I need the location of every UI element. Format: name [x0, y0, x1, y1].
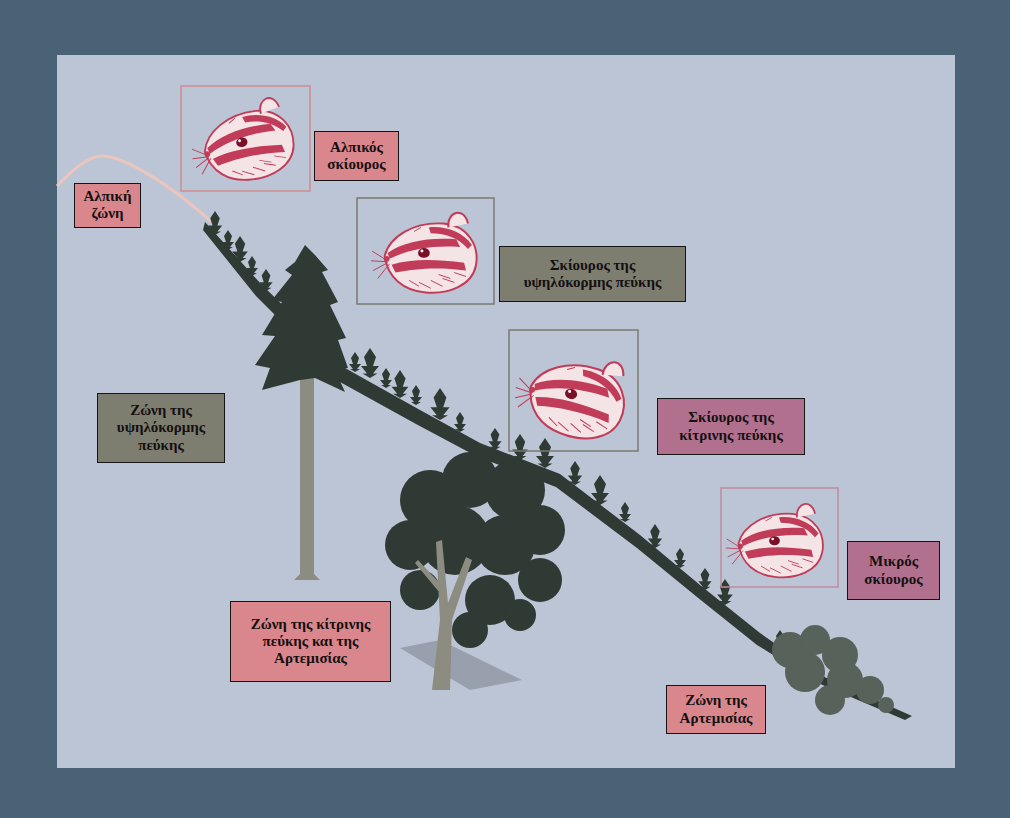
zone-label: Ζώνη της υψηλόκορμης πεύκης — [97, 393, 225, 463]
label-text: Μικρός σκίουρος — [854, 553, 933, 588]
slope-tree — [232, 236, 248, 262]
species-label: Μικρός σκίουρος — [847, 541, 940, 600]
slope-tree — [259, 269, 272, 291]
slope-tree — [717, 579, 733, 605]
slope-tree — [591, 475, 609, 505]
yellow-pine-crown — [385, 452, 565, 648]
slope-tree — [568, 461, 582, 485]
label-text: Σκίουρος της κίτρινης πεύκης — [664, 409, 798, 444]
sagebrush — [772, 625, 894, 715]
label-text: Αλπική ζώνη — [81, 188, 134, 223]
slope-tree — [222, 230, 234, 250]
slope-trees — [208, 211, 807, 662]
sage-blob — [856, 676, 884, 704]
picture-frame — [721, 488, 838, 587]
slope-tree — [512, 434, 528, 460]
zone-label: Ζώνη της Αρτεμισίας — [666, 685, 766, 734]
label-text: Ζώνη της κίτρινης πεύκης και της Αρτεμισ… — [237, 616, 384, 668]
tall-pine-trunk — [300, 365, 314, 577]
slope-tree — [380, 368, 392, 388]
slope-tree — [648, 524, 662, 548]
slope-tree — [619, 502, 631, 522]
species-label: Αλπικός σκίουρος — [314, 131, 399, 181]
chipmunk-head — [185, 95, 299, 189]
zone-label: Ζώνη της κίτρινης πεύκης και της Αρτεμισ… — [230, 601, 391, 682]
crown-blob — [504, 599, 536, 631]
sage-blob — [878, 697, 894, 713]
species-label: Σκίουρος της κίτρινης πεύκης — [657, 398, 805, 455]
slope-tree — [392, 370, 409, 398]
label-text: Σκίουρος της υψηλόκορμης πεύκης — [506, 257, 679, 292]
tree-shadow — [400, 640, 522, 690]
label-text: Ζώνη της υψηλόκορμης πεύκης — [104, 402, 218, 454]
sage-blob — [815, 685, 845, 715]
crown-blob — [518, 558, 562, 602]
species-label: Σκίουρος της υψηλόκορμης πεύκης — [499, 246, 686, 302]
slope-tree — [430, 388, 449, 420]
tall-pine-root — [294, 572, 320, 580]
slope-tree — [454, 412, 466, 432]
picture-frame — [357, 198, 494, 304]
slope-tree — [410, 385, 422, 405]
slope-tree — [361, 348, 379, 378]
slope-tree — [698, 568, 711, 590]
chipmunk-head — [371, 213, 477, 293]
label-text: Ζώνη της Αρτεμισίας — [673, 692, 759, 727]
panel-ground — [57, 55, 955, 768]
slope-tree — [349, 352, 361, 372]
slope-tree — [488, 428, 501, 450]
slope-tree — [536, 438, 554, 468]
slope-tree — [674, 548, 686, 568]
zone-label: Αλπική ζώνη — [74, 183, 141, 228]
tall-pine-crown — [255, 245, 348, 392]
mountain-slope — [203, 222, 912, 720]
yellow-pine-trunk — [415, 540, 472, 690]
crown-blob — [452, 612, 488, 648]
slope-tree — [208, 211, 222, 235]
chipmunk-head — [507, 339, 635, 448]
slope-tree — [246, 256, 258, 276]
chipmunk-head — [726, 504, 823, 577]
label-text: Αλπικός σκίουρος — [321, 139, 392, 174]
picture-frame — [181, 86, 310, 191]
crown-blob — [400, 570, 440, 610]
sage-blob — [785, 652, 825, 692]
